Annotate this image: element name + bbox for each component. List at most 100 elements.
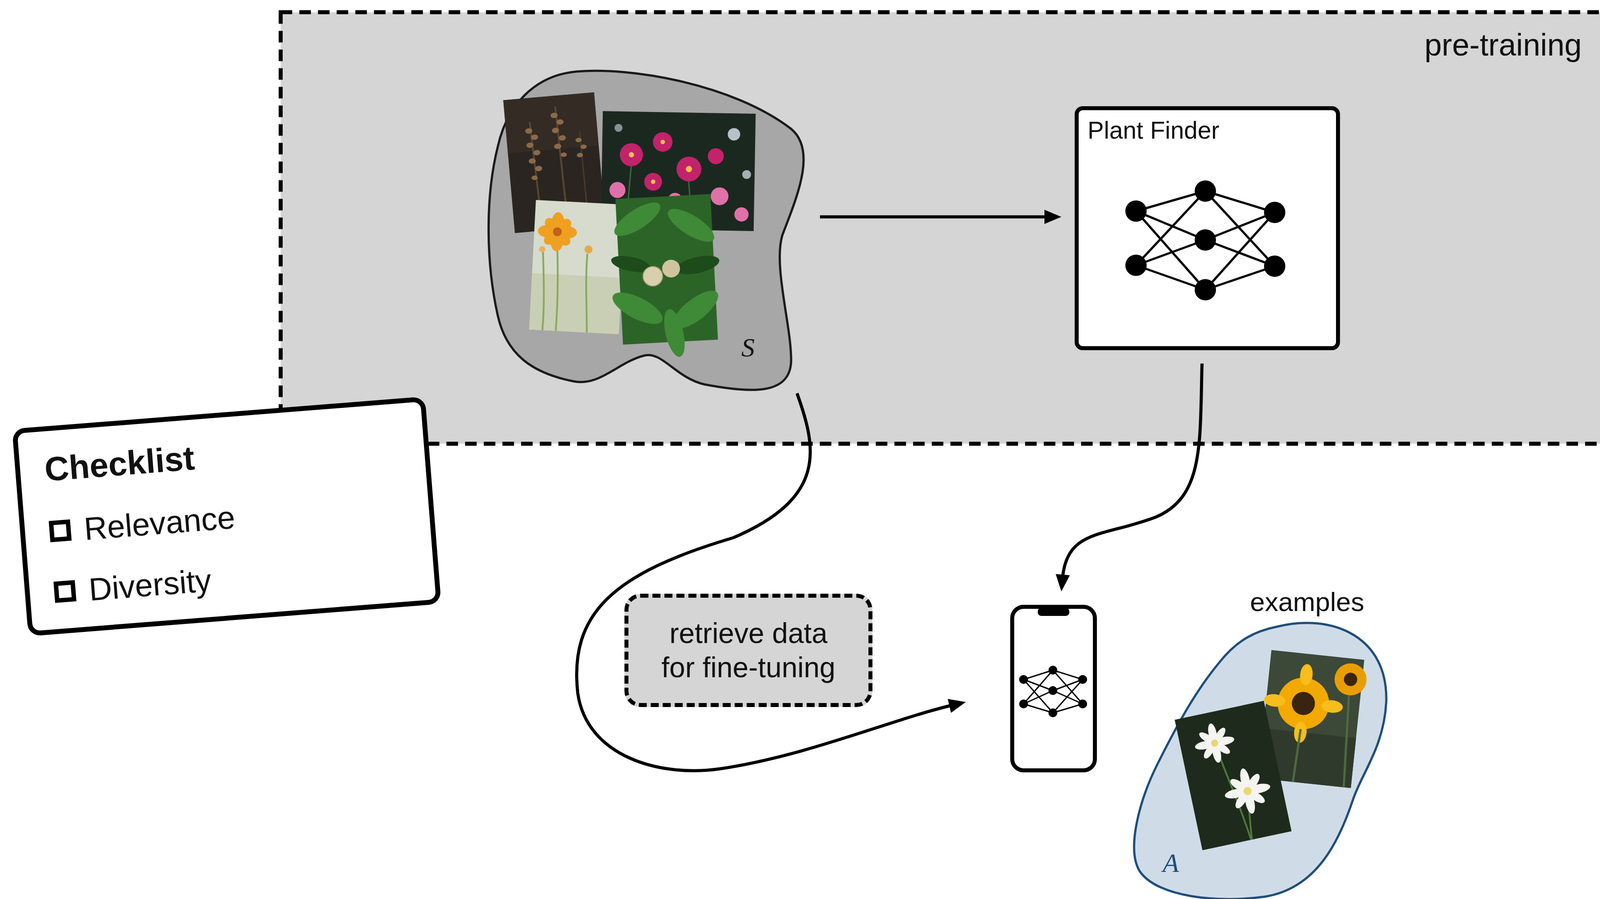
network-links-part xyxy=(1023,704,1053,713)
photo-dark-plant-part-part xyxy=(560,152,568,158)
photo-green-leaves-part xyxy=(661,259,681,278)
photo-sunflowers-part xyxy=(1290,690,1316,716)
network-links-part xyxy=(1136,240,1206,266)
phone-device xyxy=(1010,604,1097,773)
checklist-row: Diversity xyxy=(52,545,411,612)
photo-orange-flower-part xyxy=(528,200,626,335)
connector xyxy=(820,209,1062,224)
dashed-region xyxy=(280,12,1600,444)
source-blob xyxy=(484,66,807,394)
photo-green-leaves-part-part xyxy=(660,307,689,359)
model-box: Plant Finder xyxy=(1074,106,1340,351)
network-neurons-part xyxy=(1264,255,1286,277)
network-links-part xyxy=(1136,211,1206,290)
photo-dark-plant-part-part xyxy=(524,128,533,134)
connector-line xyxy=(576,393,955,771)
photo-dark-plant-part-part xyxy=(550,112,558,119)
network-neurons-part xyxy=(1048,686,1058,696)
pretraining-region: S Plant Finder pre-training xyxy=(278,10,1600,446)
network-links-part xyxy=(1023,679,1053,713)
photo-sunflowers-part xyxy=(1292,690,1354,788)
photo-pink-flowers-part xyxy=(727,128,740,141)
photo-dark-plant-part-part xyxy=(528,158,536,164)
photo-green-leaves-part-part xyxy=(663,203,719,248)
network-neurons-part xyxy=(1048,708,1058,718)
set-symbol: A xyxy=(1162,848,1180,879)
network-links-part xyxy=(1205,240,1275,267)
box-title: Plant Finder xyxy=(1087,116,1220,145)
network-neurons-part xyxy=(1048,665,1058,675)
photo-sunflowers-part xyxy=(1260,660,1348,748)
photo-sunflowers-part-part xyxy=(1339,695,1354,788)
set-symbol: S xyxy=(741,332,755,364)
photo-dark-plant-part-part xyxy=(580,144,588,150)
photo-dark-plant-part-part xyxy=(531,175,538,180)
network-links-part xyxy=(1052,679,1083,713)
photo-dark-plant-part-part xyxy=(551,127,560,134)
region-label: pre-training xyxy=(1424,27,1582,64)
photo-white-flowers-part xyxy=(1242,786,1252,796)
photo-dark-plant-part xyxy=(523,110,589,181)
network-neurons-part xyxy=(1264,201,1286,224)
network-neurons xyxy=(1019,665,1088,718)
network-links-part xyxy=(1023,670,1053,704)
arrowhead xyxy=(947,699,966,713)
checklist-item: Diversity xyxy=(87,560,213,609)
photo-dark-plant-part-part xyxy=(575,137,582,143)
network-neurons-part xyxy=(1194,279,1216,301)
photo-green-leaves-part xyxy=(642,266,664,287)
text-slot: S xyxy=(741,332,755,364)
photo-white-flowers-part xyxy=(1210,739,1219,748)
edge-label-box: retrieve data for fine-tuning xyxy=(624,593,873,708)
network-neurons-part xyxy=(1194,229,1216,251)
photo-green-leaves-part-part xyxy=(674,252,722,279)
photo-green-leaves-part xyxy=(642,266,664,287)
photo-sunflowers-part-part xyxy=(1263,693,1287,708)
network-neurons-part xyxy=(1078,675,1088,684)
network-links xyxy=(1136,191,1275,290)
photo-orange-flower-part xyxy=(552,227,563,237)
photo-sunflowers-part xyxy=(1343,672,1358,687)
blob-outline xyxy=(488,70,804,390)
photo-orange-flower-part xyxy=(584,245,593,254)
photo-pink-flowers-part-part xyxy=(707,148,724,165)
photo-orange-flower-part-part xyxy=(538,251,547,331)
edge-label: retrieve data for fine-tuning xyxy=(655,616,842,685)
photo-pink-flowers-part-part xyxy=(652,132,673,152)
photo-orange-flower xyxy=(528,200,626,335)
photo-dark-plant-part-part xyxy=(576,152,584,158)
photo-pink-flowers-part-part xyxy=(650,179,656,184)
photo-sunflowers-part-part xyxy=(1292,728,1301,783)
photo-green-leaves-part-part xyxy=(609,196,666,242)
photo-orange-flower-part-part xyxy=(583,253,592,333)
photo-orange-flower-part xyxy=(539,245,546,253)
text-slot: A xyxy=(1162,848,1180,879)
network-links-part xyxy=(1052,670,1083,704)
connector-line xyxy=(820,215,1050,219)
checklist-heading: Checklist xyxy=(43,421,401,490)
network-links-part xyxy=(1023,690,1053,704)
phone-icon xyxy=(1014,608,1101,777)
photo-pink-flowers-part-part xyxy=(710,187,729,206)
photo-sunflowers-part xyxy=(1332,661,1368,697)
photo-pink-flowers-part-part xyxy=(685,165,692,172)
checklist-card: ChecklistRelevanceDiversity xyxy=(12,396,442,637)
network-links xyxy=(1023,670,1083,713)
photo-dark-plant-part-part xyxy=(532,149,541,156)
photo-pink-flowers-part xyxy=(619,131,724,192)
photo-pink-flowers-part-part xyxy=(734,207,749,222)
network-neurons xyxy=(1125,180,1286,301)
photo-pink-flowers-part xyxy=(614,123,623,132)
phone-notch xyxy=(1037,608,1070,616)
photo-pink-flowers-part-part xyxy=(609,181,626,199)
photo-green-leaves-part xyxy=(608,247,722,282)
photo-pink-flowers-part-part xyxy=(644,172,663,192)
photo-white-flowers xyxy=(1174,700,1292,851)
photo-dark-plant-part-part xyxy=(553,143,562,150)
checkbox xyxy=(53,580,77,604)
photo-white-flowers-part xyxy=(1191,714,1276,823)
photo-dark-plant-part-part xyxy=(556,119,564,125)
photo-orange-flower-part xyxy=(536,211,578,252)
connector xyxy=(1055,363,1202,592)
photo-white-flowers-part xyxy=(1174,700,1292,851)
